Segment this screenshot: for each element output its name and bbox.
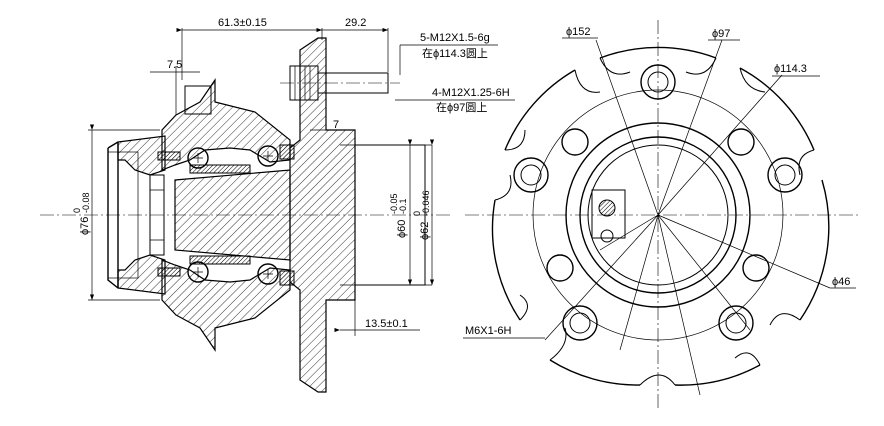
bearing-ball-lr xyxy=(257,263,279,285)
seal-lower-right xyxy=(279,270,295,286)
stud-thread-label: 5-M12X1.5-6g xyxy=(420,32,490,44)
hub-body-lower xyxy=(161,259,291,352)
dim-pilot-dia-label: ϕ60 xyxy=(396,220,408,238)
dim-pilot-chamfer: 7 xyxy=(310,119,355,131)
housing-cap xyxy=(107,151,139,279)
sensor-hole-small xyxy=(600,229,614,243)
dim-bore-dia: ϕ62 0 -0.046 xyxy=(412,139,435,285)
dim-flange-offset-label: 7.5 xyxy=(167,59,182,71)
dim-bore-dia-label: ϕ62 xyxy=(419,222,431,240)
dim-bore-dia-tol-upper: 0 xyxy=(412,211,422,216)
threaded-holes xyxy=(546,128,770,282)
dim-flange-dia-label: ϕ152 xyxy=(566,26,591,38)
bearing-ball-ur xyxy=(257,145,279,167)
seal-upper-left xyxy=(157,151,181,161)
flange-inner-ring xyxy=(532,89,784,341)
dim-stud-pcd: ϕ114.3 xyxy=(772,63,820,77)
outer-ring-lower xyxy=(117,254,166,295)
hub-bolt-hole xyxy=(184,85,212,115)
bearing-ball-ll xyxy=(187,261,209,283)
dim-bore-dia-tol-lower: -0.046 xyxy=(421,190,431,216)
bearing-ball-ul xyxy=(187,147,209,169)
dim-pilot-dia-tol-upper: -0.05 xyxy=(389,193,399,214)
callout-stud-thread: 5-M12X1.5-6g 在ϕ114.3圆上 xyxy=(399,32,498,75)
dim-stud-width: 29.2 xyxy=(322,17,389,72)
hole-pcd-label: 在ϕ97圆上 xyxy=(436,101,487,114)
seal-lower-left xyxy=(157,267,181,277)
dim-total-width-label: 61.3±0.15 xyxy=(218,17,267,29)
dim-outer-dia-tol-upper: 0 xyxy=(72,208,82,213)
dim-pilot-chamfer-label: 7 xyxy=(333,119,339,131)
section-view: 61.3±0.15 29.2 7.5 7 13.5±0.1 xyxy=(40,17,515,393)
seal-lower-mid xyxy=(189,255,251,265)
dim-outer-dia-tol-lower: -0.08 xyxy=(81,192,91,213)
small-thread-label: M6X1-6H xyxy=(465,325,512,337)
seal-upper-right xyxy=(279,144,295,160)
hub-body-upper xyxy=(161,78,291,171)
hub-outer-circle xyxy=(565,122,751,308)
front-view: ϕ152 ϕ97 ϕ114.3 ϕ46 M6X1-6H xyxy=(463,20,860,410)
hub-inner-circle xyxy=(587,144,729,286)
dim-center-bore-label: ϕ46 xyxy=(832,276,850,288)
dim-pilot-depth: 13.5±0.1 xyxy=(334,290,420,336)
seal-upper-mid xyxy=(189,164,251,174)
dim-hole-pcd-label: ϕ97 xyxy=(712,28,730,40)
dim-flange-offset: 7.5 xyxy=(150,59,200,115)
flange-outline xyxy=(491,46,830,386)
dim-outer-dia-label: ϕ76 xyxy=(79,217,91,235)
dim-pilot-depth-label: 13.5±0.1 xyxy=(365,318,408,330)
callout-small-thread: M6X1-6H xyxy=(463,325,545,339)
stud-pcd-label: 在ϕ114.3圆上 xyxy=(422,47,488,60)
sensor-hole-threaded xyxy=(598,199,616,217)
dim-outer-dia: ϕ76 0 -0.08 xyxy=(72,124,160,301)
wheel-stud xyxy=(280,65,400,101)
dim-center-bore: ϕ46 xyxy=(830,276,856,289)
dim-total-width: 61.3±0.15 xyxy=(176,17,323,80)
dim-flange-dia: ϕ152 xyxy=(562,26,598,39)
dim-stud-width-label: 29.2 xyxy=(345,17,366,29)
callout-hole-thread: 4-M12X1.25-6H 在ϕ97圆上 xyxy=(395,87,515,114)
outer-ring-upper xyxy=(117,135,166,176)
dim-hole-pcd: ϕ97 xyxy=(708,28,740,41)
dim-stud-pcd-label: ϕ114.3 xyxy=(774,63,807,75)
dim-pilot-dia: ϕ60 -0.05 -0.1 xyxy=(389,139,413,285)
hub-core xyxy=(174,169,291,261)
sensor-block xyxy=(591,189,626,239)
abs-ring xyxy=(149,174,165,256)
hub-mid-circle xyxy=(579,136,737,294)
hole-thread-label: 4-M12X1.25-6H xyxy=(432,87,510,99)
dim-pilot-dia-tol-lower: -0.1 xyxy=(398,198,408,214)
